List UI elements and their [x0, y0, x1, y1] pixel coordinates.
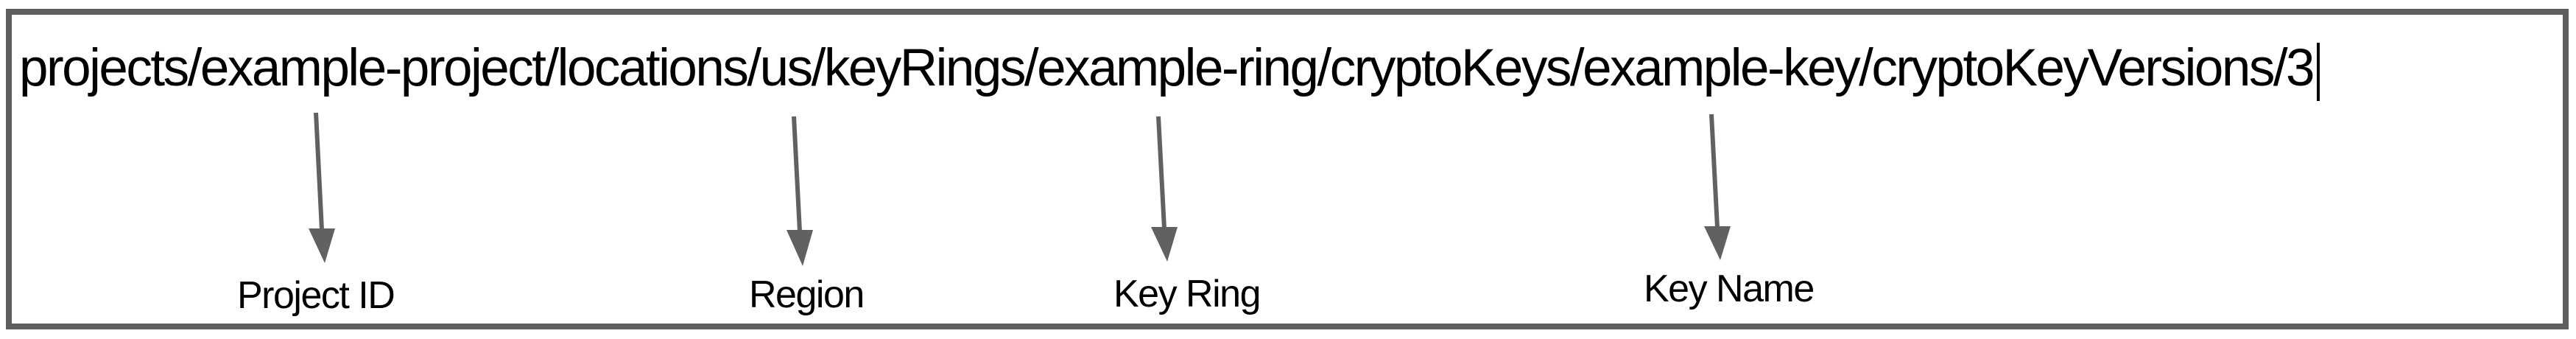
project-id-label: Project ID	[237, 274, 395, 317]
key-ring-label: Key Ring	[1113, 273, 1261, 315]
region-label: Region	[749, 273, 865, 316]
key-name-label: Key Name	[1644, 268, 1815, 310]
text-cursor-caret	[2317, 43, 2320, 101]
diagram-frame	[6, 9, 2569, 329]
resource-path-text[interactable]: projects/example-project/locations/us/ke…	[19, 39, 2315, 97]
